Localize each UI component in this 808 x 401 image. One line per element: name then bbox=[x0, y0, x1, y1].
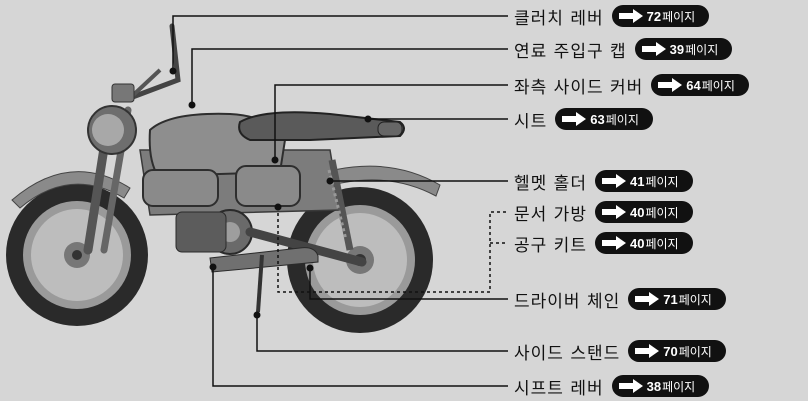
callout-label: 시프트 레버 bbox=[514, 378, 604, 399]
leader-clutch-lever bbox=[172, 15, 508, 71]
leader-left-side-cover bbox=[274, 84, 508, 160]
arrow-right-icon bbox=[601, 174, 626, 188]
arrow-right-icon bbox=[618, 9, 643, 23]
arrow-right-icon bbox=[562, 112, 587, 126]
page-number: 72 bbox=[646, 8, 662, 24]
page-unit: 페이지 bbox=[662, 379, 696, 394]
callout-label: 헬멧 홀더 bbox=[514, 173, 587, 194]
motorcycle-illustration bbox=[6, 23, 441, 333]
leader-drive-chain bbox=[309, 268, 508, 300]
callout-label: 문서 가방 bbox=[514, 204, 587, 225]
page-number: 64 bbox=[686, 77, 701, 93]
leader-side-stand bbox=[256, 315, 508, 352]
page-unit: 페이지 bbox=[605, 112, 639, 127]
leader-fuel-cap bbox=[191, 48, 508, 105]
leader-document-bag bbox=[277, 207, 508, 293]
page-unit: 페이지 bbox=[662, 9, 696, 24]
page-number: 70 bbox=[663, 343, 678, 359]
page-number: 39 bbox=[669, 41, 685, 57]
leader-lines bbox=[172, 15, 508, 387]
arrow-right-icon bbox=[635, 292, 660, 306]
page-unit: 페이지 bbox=[701, 78, 735, 93]
leader-dots bbox=[169, 67, 372, 319]
arrow-right-icon bbox=[641, 42, 666, 56]
page-number: 71 bbox=[663, 291, 678, 307]
callout-label: 사이드 스탠드 bbox=[514, 343, 621, 364]
callout-label: 좌측 사이드 커버 bbox=[514, 77, 644, 98]
arrow-right-icon bbox=[658, 78, 683, 92]
page-number: 41 bbox=[629, 173, 645, 189]
page-unit: 페이지 bbox=[645, 174, 679, 189]
page-unit: 페이지 bbox=[645, 205, 679, 220]
page-unit: 페이지 bbox=[645, 236, 679, 251]
arrow-right-icon bbox=[601, 205, 626, 219]
page-number: 40 bbox=[629, 204, 645, 220]
page-number: 63 bbox=[590, 111, 605, 127]
page-unit: 페이지 bbox=[678, 344, 712, 359]
page-unit: 페이지 bbox=[678, 292, 712, 307]
page-number: 40 bbox=[629, 235, 645, 251]
callout-label: 클러치 레버 bbox=[514, 8, 604, 29]
arrow-right-icon bbox=[601, 236, 626, 250]
callout-label: 시트 bbox=[514, 111, 548, 132]
arrow-right-icon bbox=[618, 379, 643, 393]
callout-label: 연료 주입구 캡 bbox=[514, 41, 627, 62]
page-unit: 페이지 bbox=[685, 42, 719, 57]
front-wheel bbox=[6, 184, 148, 326]
arrow-right-icon bbox=[635, 344, 660, 358]
leader-shift-lever bbox=[212, 267, 508, 387]
page-number: 38 bbox=[646, 378, 662, 394]
callout-label: 드라이버 체인 bbox=[514, 291, 621, 312]
callout-label: 공구 키트 bbox=[514, 235, 587, 256]
